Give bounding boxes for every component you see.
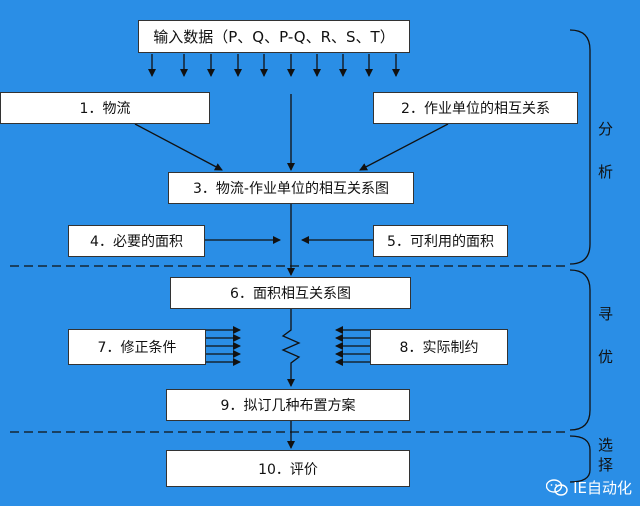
phase-label-select-2: 择 — [598, 456, 614, 474]
brace-select — [569, 435, 591, 483]
watermark-text: IE自动化 — [573, 479, 632, 497]
input-data-box: 输入数据（P、Q、P-Q、R、S、T） — [138, 20, 410, 53]
arrow-2-to-3 — [359, 123, 449, 171]
practical-limits-box: 8．实际制约 — [370, 329, 508, 365]
space-relation-chart-box: 6．面积相互关系图 — [170, 277, 411, 309]
input-arrows — [148, 54, 400, 77]
phase-label-analysis-2: 析 — [598, 163, 614, 181]
brace-search — [569, 269, 591, 431]
phase-label-select-1: 选 — [598, 436, 614, 454]
zigzag-line — [281, 309, 301, 387]
activity-relations-box: 2．作业单位的相互关系 — [373, 92, 578, 124]
alternatives-box: 9．拟订几种布置方案 — [166, 389, 410, 421]
phase-label-search-1: 寻 — [598, 305, 614, 323]
arrow-1-to-3 — [134, 123, 223, 171]
space-available-box: 5．可利用的面积 — [373, 225, 508, 257]
arrows-7-in — [206, 326, 241, 366]
evaluation-box: 10．评价 — [166, 450, 410, 487]
brace-analysis — [569, 29, 591, 265]
chat-bubble-icon — [546, 478, 568, 496]
phase-label-analysis-1: 分 — [598, 120, 614, 138]
modifying-conditions-box: 7．修正条件 — [68, 329, 206, 365]
phase-label-search-2: 优 — [598, 348, 614, 366]
material-flow-box: 1．物流 — [0, 92, 210, 124]
watermark: IE自动化 — [546, 477, 632, 498]
space-required-box: 4．必要的面积 — [68, 225, 205, 257]
flow-relation-chart-box: 3．物流-作业单位的相互关系图 — [168, 172, 414, 204]
arrows-8-in — [335, 326, 370, 366]
